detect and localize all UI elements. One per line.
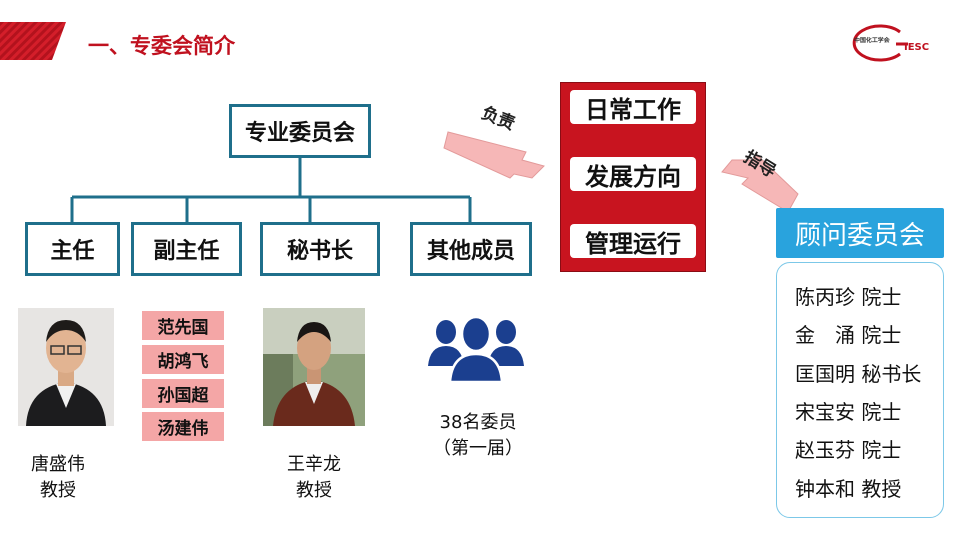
group-people-icon <box>428 315 524 384</box>
advisory-member: 陈丙珍 院士 <box>795 285 902 309</box>
advisory-member: 金 涌 院士 <box>795 323 902 347</box>
secretary-title: 教授 <box>296 480 332 501</box>
director-photo <box>18 308 114 426</box>
vice-director-name: 胡鸿飞 <box>142 345 224 374</box>
duty-item: 日常工作 <box>570 90 696 124</box>
secretary-photo <box>263 308 365 426</box>
guide-arrow <box>721 153 799 213</box>
role-secretary-box: 秘书长 <box>260 222 380 276</box>
advisory-committee-title: 顾问委员会 <box>776 208 944 258</box>
duties-panel: 日常工作 发展方向 管理运行 <box>560 82 706 272</box>
advisory-member: 宋宝安 院士 <box>795 400 902 424</box>
director-title: 教授 <box>40 480 76 501</box>
header-stripe-decoration <box>0 22 66 60</box>
secretary-name: 王辛龙 <box>287 454 341 475</box>
vice-director-name: 孙国超 <box>142 379 224 408</box>
advisory-member: 钟本和 教授 <box>795 477 902 501</box>
responsible-arrow <box>443 131 545 179</box>
committee-box: 专业委员会 <box>229 104 371 158</box>
director-name: 唐盛伟 <box>31 454 85 475</box>
role-other-members-box: 其他成员 <box>410 222 532 276</box>
duty-item: 发展方向 <box>570 157 696 191</box>
vice-director-name: 范先国 <box>142 311 224 340</box>
duty-item: 管理运行 <box>570 224 696 258</box>
page-title: 一、专委会简介 <box>88 34 235 58</box>
logo-abbr: IESC <box>904 42 930 53</box>
members-caption: 38名委员 （第一届） <box>420 410 536 462</box>
members-count: 38名委员 <box>439 412 517 433</box>
logo-subtitle: 中国化工学会 <box>854 36 890 44</box>
vice-director-name: 汤建伟 <box>142 412 224 441</box>
advisory-member-list: 陈丙珍 院士 金 涌 院士 匡国明 秘书长 宋宝安 院士 赵玉芬 院士 钟本和 … <box>776 262 944 518</box>
role-director-box: 主任 <box>25 222 120 276</box>
advisory-member: 匡国明 秘书长 <box>795 362 922 386</box>
members-term: （第一届） <box>433 438 523 459</box>
director-caption: 唐盛伟 教授 <box>22 452 94 504</box>
advisory-member: 赵玉芬 院士 <box>795 438 902 462</box>
role-vice-director-box: 副主任 <box>131 222 242 276</box>
society-logo: 中国化工学会 IESC <box>838 22 930 64</box>
secretary-caption: 王辛龙 教授 <box>278 452 350 504</box>
